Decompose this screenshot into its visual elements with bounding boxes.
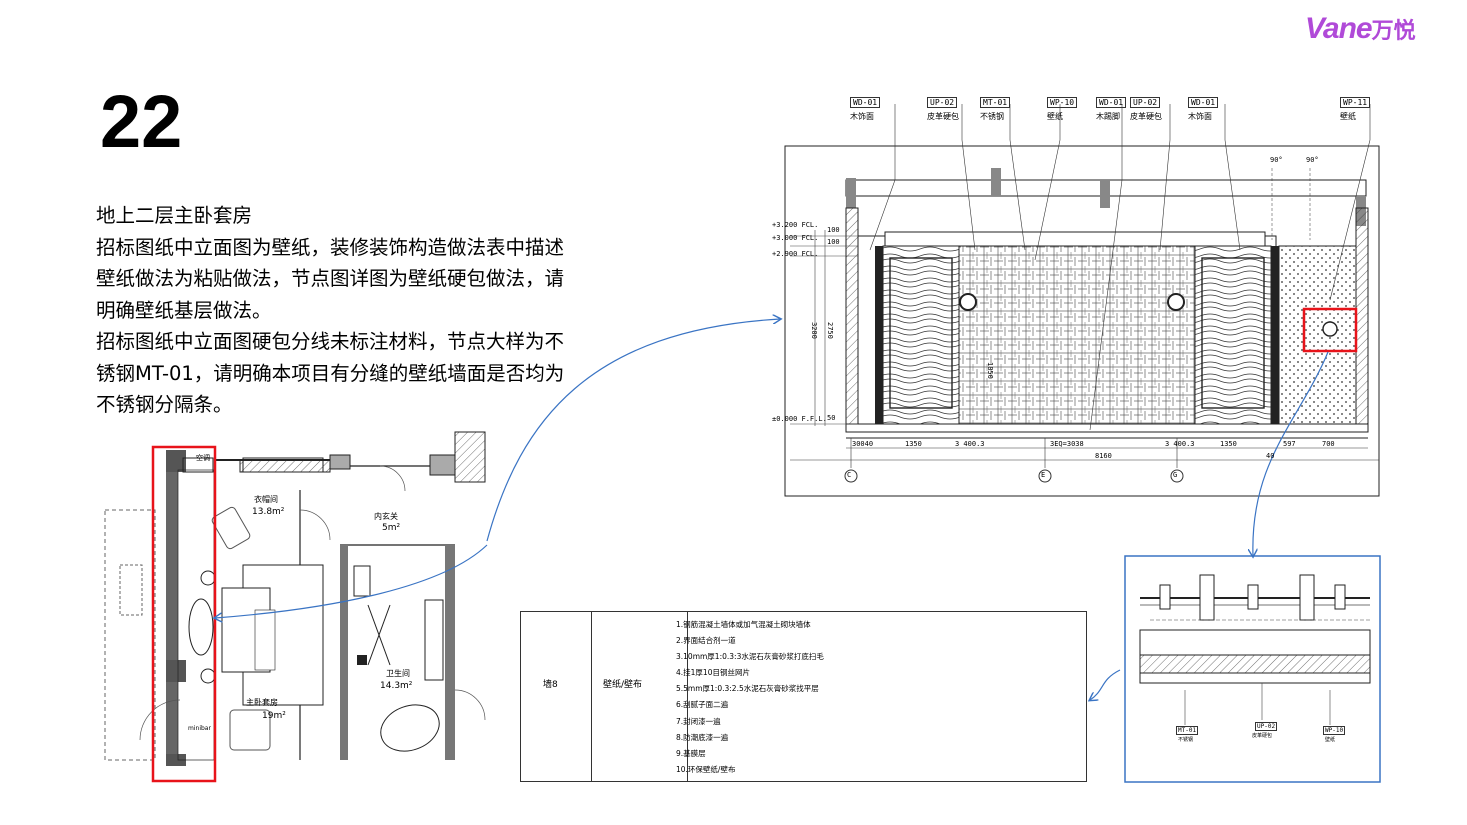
dim-6: 1350 (1220, 440, 1237, 448)
room-name-4: 卫生间 (386, 669, 410, 678)
tag-name-3: 不锈钢 (980, 112, 1004, 121)
tag-code-4: WP-10 (1047, 97, 1078, 108)
dim-2: 1350 (905, 440, 922, 448)
tag-code-3: MT-01 (980, 97, 1011, 108)
elevation-highlight (1302, 307, 1358, 353)
vdim-4: 2750 (826, 322, 834, 339)
level-3: +2.900 FCL. (772, 250, 819, 258)
table-col-2: 壁纸/壁布 (591, 612, 688, 781)
plan-minibar: minibar (188, 725, 211, 732)
tag-name-1: 木饰面 (850, 112, 874, 121)
dim-5: 3 400.3 (1165, 440, 1195, 448)
dim-4: 3EQ=3038 (1050, 440, 1084, 448)
grid-mark-c: C (847, 471, 852, 479)
elevation-drawing (784, 104, 1380, 497)
dim-total: 8160 (1095, 452, 1112, 460)
table-col1-label: 墙8 (543, 680, 558, 690)
logo-cn: 万悦 (1371, 19, 1416, 44)
detail-label-3: WP-10 (1323, 726, 1346, 735)
detail-note-1: 不锈钢 (1178, 737, 1194, 743)
grid-mark-g: G (1173, 471, 1178, 479)
level-4: ±0.000 F.F.L. (772, 415, 827, 423)
tag-code-2: UP-02 (927, 97, 958, 108)
step-item: 10.环保壁纸/壁布 (676, 764, 736, 774)
dim-1: 30040 (852, 440, 874, 448)
step-item: 7.封闭漆一遍 (676, 716, 721, 726)
angle-2: 90° (1306, 156, 1319, 164)
step-item: 3.10mm厚1:0.3:3水泥石灰膏砂浆打底扫毛 (676, 652, 824, 662)
description-line-2: 招标图纸中立面图为壁纸，装修装饰构造做法表中描述壁纸做法为粘贴做法，节点图详图为… (96, 235, 565, 322)
vdim-5: 1850 (986, 362, 994, 379)
step-item: 6.刮腻子面二遍 (676, 700, 729, 710)
vdim-2: 100 (827, 226, 840, 234)
dim-7: 597 (1283, 440, 1296, 448)
detail-note-2: 皮革硬包 (1252, 733, 1273, 739)
tag-code-7: WD-01 (1188, 97, 1219, 108)
tag-name-2: 皮革硬包 (927, 112, 959, 121)
description-text: 地上二层主卧套房 招标图纸中立面图为壁纸，装修装饰构造做法表中描述壁纸做法为粘贴… (96, 200, 566, 421)
detail-label-2: UP-02 (1255, 722, 1278, 731)
tag-code-1: WD-01 (850, 97, 881, 108)
step-item: 9.基膜层 (676, 748, 706, 758)
room-area-1: 13.8m² (252, 507, 285, 517)
construction-table: 墙8 壁纸/壁布 1.钢筋混凝土墙体或加气混凝土砌块墙体 2.界面结合剂一道 3… (520, 611, 1087, 782)
tag-name-8: 壁纸 (1340, 112, 1356, 121)
grid-mark-e: E (1041, 471, 1046, 479)
floor-plan (104, 431, 486, 783)
slide-number: 22 (100, 80, 183, 163)
arrow-to-plan (215, 544, 488, 618)
dim-3: 3 400.3 (955, 440, 985, 448)
dim-sub: 40 (1266, 452, 1275, 460)
elevation-tags: WD-01 木饰面 UP-02 皮革硬包 MT-01 不锈钢 WP-10 壁纸 … (850, 97, 1380, 127)
vdim-3: 3200 (810, 322, 818, 339)
construction-steps: 1.钢筋混凝土墙体或加气混凝土砌块墙体 2.界面结合剂一道 3.10mm厚1:0… (676, 617, 824, 778)
description-line-1: 地上二层主卧套房 (96, 204, 253, 227)
brand-logo: Vane万悦 (1305, 12, 1445, 52)
step-item: 8.防潮底漆一遍 (676, 732, 729, 742)
tag-name-7: 木饰面 (1188, 112, 1212, 121)
tag-name-6: 皮革硬包 (1130, 112, 1162, 121)
tag-name-4: 壁纸 (1047, 112, 1063, 121)
level-1: +3.200 FCL. (772, 221, 819, 229)
arrow-to-elevation (486, 319, 780, 542)
angle-1: 90° (1270, 156, 1283, 164)
table-col2-label: 壁纸/壁布 (603, 680, 643, 690)
detail-drawing (1124, 555, 1381, 783)
tag-code-5: WD-01 (1096, 97, 1127, 108)
step-item: 2.界面结合剂一道 (676, 636, 736, 646)
room-name-2: 内玄关 (374, 512, 398, 521)
step-item: 5.5mm厚1:0.3:2.5水泥石灰膏砂浆找平层 (676, 684, 819, 694)
tag-name-5: 木踢脚 (1096, 112, 1120, 121)
arrow-to-detail (1253, 351, 1329, 556)
vdim-1: 100 (827, 238, 840, 246)
arrow-to-table (1090, 669, 1121, 700)
step-item: 1.钢筋混凝土墙体或加气混凝土砌块墙体 (676, 620, 811, 629)
detail-label-1: MT-01 (1176, 726, 1199, 735)
tag-code-6: UP-02 (1130, 97, 1161, 108)
tag-code-8: WP-11 (1340, 97, 1371, 108)
level-2: +3.000 FCL. (772, 234, 819, 242)
vdim-6: 50 (827, 414, 836, 422)
annotation-arrows (215, 319, 1329, 700)
dim-8: 700 (1322, 440, 1335, 448)
description-line-3: 招标图纸中立面图硬包分线未标注材料，节点大样为不锈钢MT-01，请明确本项目有分… (96, 330, 565, 416)
table-col-1: 墙8 (521, 612, 592, 781)
logo-brand: Vane (1305, 12, 1373, 45)
detail-note-3: 壁纸 (1325, 737, 1336, 743)
room-name-1: 衣帽间 (254, 495, 278, 504)
room-area-4: 14.3m² (380, 681, 413, 691)
step-item: 4.挂1厚10目钢丝网片 (676, 668, 750, 678)
room-name-3: 主卧套房 (246, 698, 278, 707)
plan-ac-label: 空调 (196, 454, 210, 462)
room-area-3: 19m² (262, 711, 286, 721)
room-area-2: 5m² (382, 523, 401, 533)
